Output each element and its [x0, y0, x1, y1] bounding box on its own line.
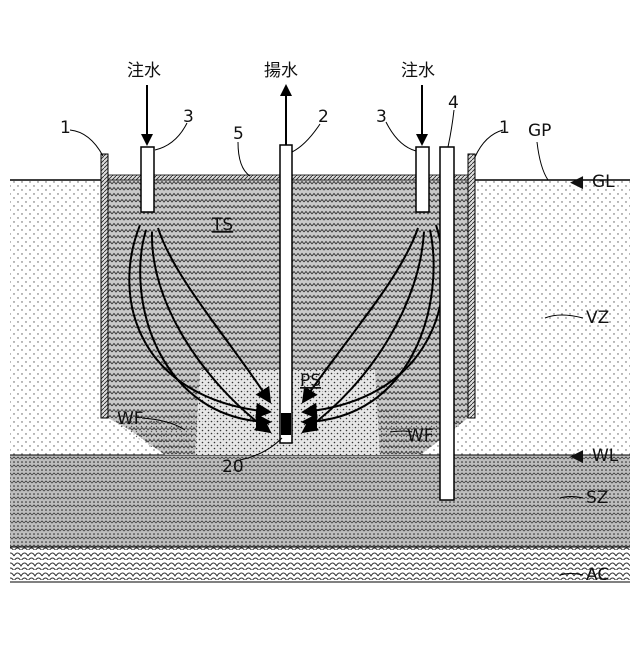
ref-pumping-well: 2 — [318, 107, 329, 127]
injection-arrow-right — [416, 85, 428, 146]
saturated-zone — [10, 455, 630, 547]
injection-arrow-left — [141, 85, 153, 146]
injection-well-left — [141, 147, 154, 212]
label-wf-left: WF — [117, 409, 144, 429]
label-vz: VZ — [586, 308, 609, 328]
pump-label: 揚水 — [264, 61, 298, 81]
label-wl: WL — [592, 446, 619, 466]
ref-injection-well-right: 3 — [376, 107, 387, 127]
ref-well-screen: 20 — [222, 457, 244, 477]
label-ps: PS — [300, 371, 321, 391]
inject-label-left: 注水 — [127, 61, 161, 81]
label-wf-right: WF — [407, 426, 434, 446]
label-gl: GL — [592, 172, 615, 192]
label-sz: SZ — [586, 488, 608, 508]
label-ts: TS — [211, 215, 233, 235]
aquiclude-layer — [10, 547, 630, 582]
ref-observation-well: 4 — [448, 93, 459, 113]
injection-well-right — [416, 147, 429, 212]
inject-label-right: 注水 — [401, 61, 435, 81]
ref-injection-well-left: 3 — [183, 107, 194, 127]
cutoff-wall-left — [101, 154, 108, 418]
gl-marker: ◀ — [570, 172, 584, 192]
well-screen — [281, 413, 291, 435]
ref-cutoff-wall-left: 1 — [60, 118, 71, 138]
label-ac: AC — [586, 565, 609, 585]
observation-well — [440, 147, 454, 500]
pumping-well — [280, 145, 292, 443]
wl-marker: ◀ — [570, 446, 584, 466]
pumping-arrow — [280, 84, 292, 145]
cutoff-wall-right — [468, 154, 475, 418]
label-gp: GP — [528, 121, 551, 141]
ref-cover-sheet: 5 — [233, 124, 244, 144]
ref-cutoff-wall-right: 1 — [499, 118, 510, 138]
